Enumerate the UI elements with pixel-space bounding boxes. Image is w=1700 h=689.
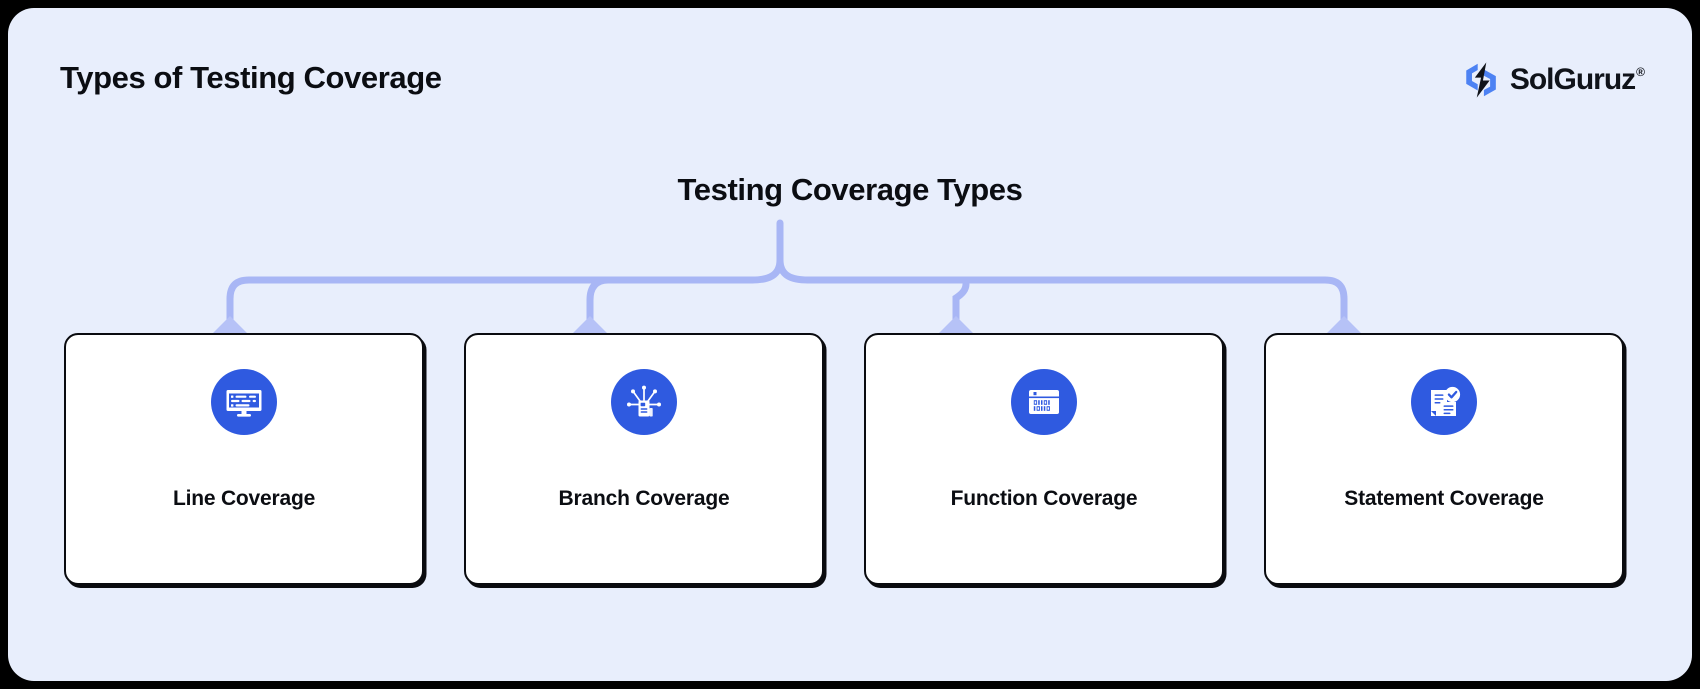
brand-name: SolGuruz: [1509, 63, 1636, 96]
card-label: Branch Coverage: [558, 487, 730, 510]
brand-name-text: SolGuruz ®: [1509, 63, 1645, 96]
browser-window-binary-icon: [1011, 369, 1077, 435]
infographic-panel: Types of Testing Coverage SolGuruz ® Tes…: [8, 8, 1692, 681]
card-label: Line Coverage: [172, 487, 316, 510]
diagram-heading: Testing Coverage Types: [677, 172, 1023, 207]
card-statement-coverage[interactable]: Statement Coverage: [1264, 333, 1624, 585]
registered-trademark-icon: ®: [1636, 65, 1645, 79]
solguruz-hexagon-logo-icon: [1466, 62, 1496, 98]
document-check-badge-icon: [1411, 369, 1477, 435]
card-label: Statement Coverage: [1344, 487, 1544, 510]
coverage-card-row: Line Coverage: [8, 333, 1692, 588]
page-title: Types of Testing Coverage: [60, 60, 442, 95]
card-line-coverage[interactable]: Line Coverage: [64, 333, 424, 585]
monitor-code-lines-icon: [211, 369, 277, 435]
branching-nodes-document-icon: [611, 369, 677, 435]
card-branch-coverage[interactable]: Branch Coverage: [464, 333, 824, 585]
card-function-coverage[interactable]: Function Coverage: [864, 333, 1224, 585]
brand-logo: SolGuruz ®: [1461, 60, 1645, 100]
card-label: Function Coverage: [950, 487, 1138, 510]
